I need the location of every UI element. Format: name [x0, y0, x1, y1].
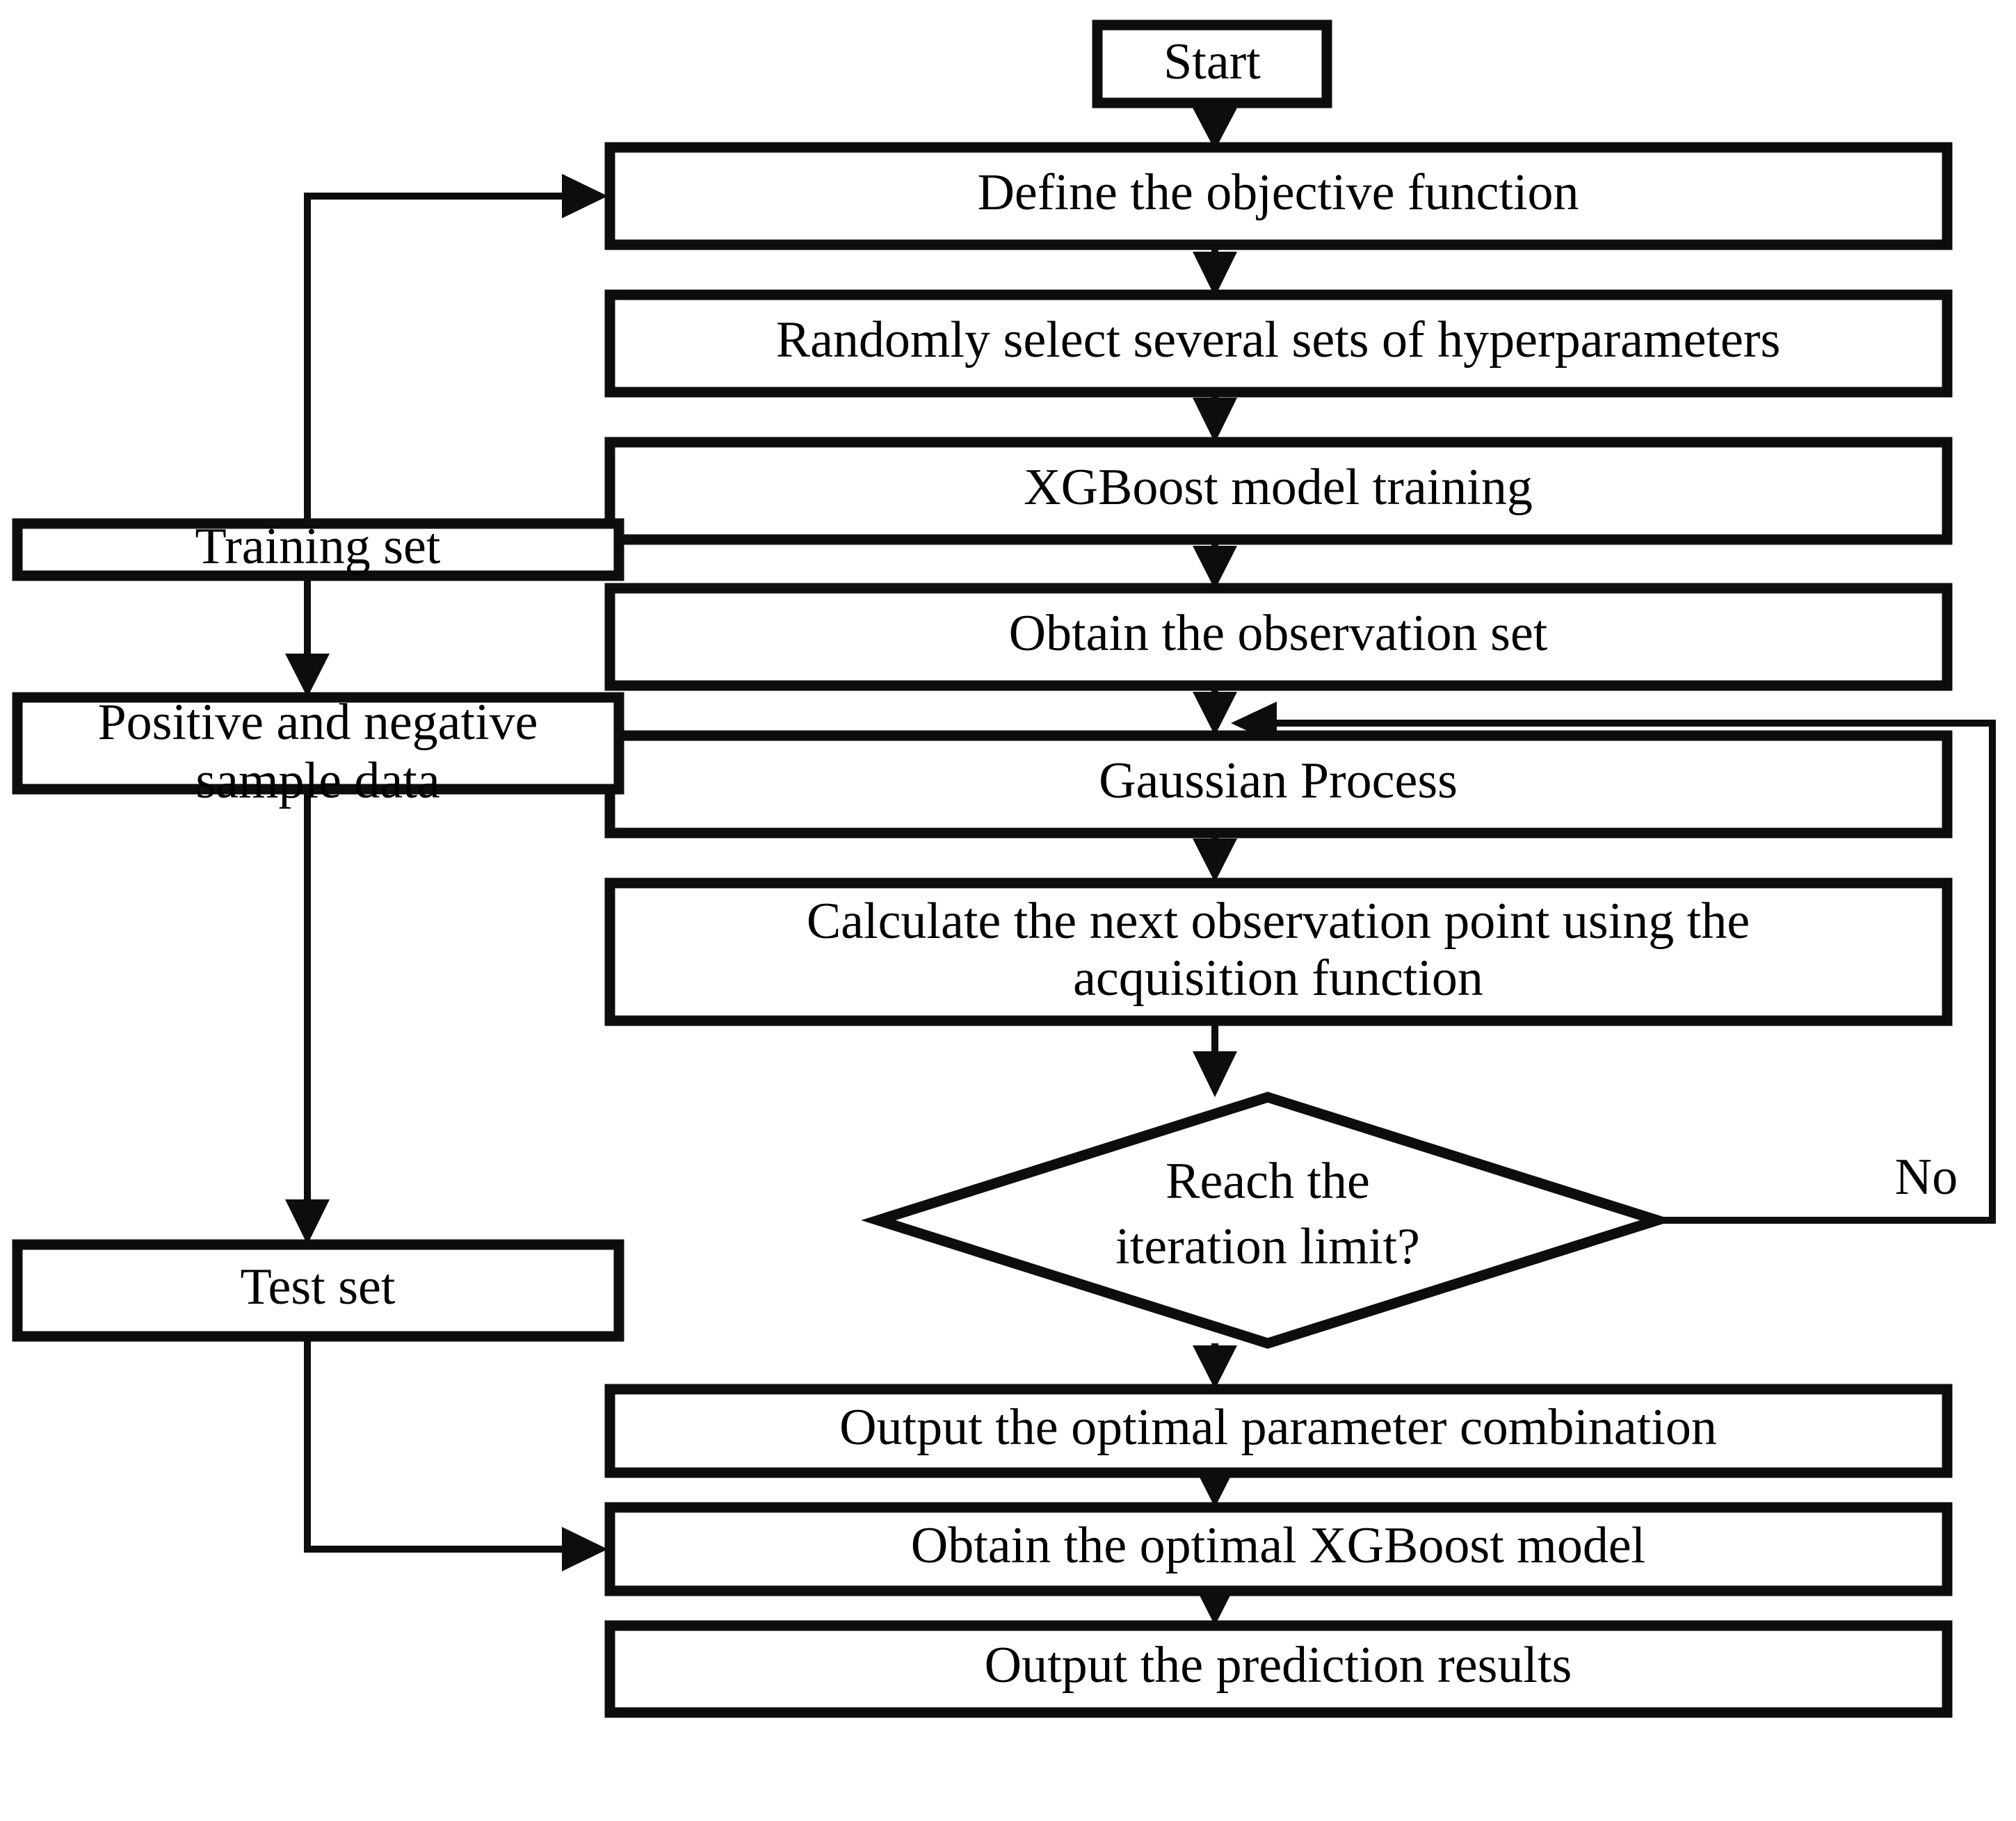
node-test-set[interactable]: Test set	[12, 1239, 624, 1342]
node-prediction-results-label: Output the prediction results	[985, 1637, 1572, 1694]
node-decision-iteration-limit[interactable]: Reach the iteration limit?	[861, 1092, 1675, 1349]
node-sample-data-label-line1: Positive and negative	[98, 694, 538, 751]
node-start[interactable]: Start	[1092, 19, 1332, 108]
edge-define-to-random	[1193, 245, 1237, 297]
node-sample-data-label-line2: sample data	[195, 752, 440, 809]
node-random-hyperparams[interactable]: Randomly select several sets of hyperpar…	[604, 289, 1953, 398]
edge-decision-to-optimal-params	[1193, 1343, 1237, 1389]
node-xgboost-training-label: XGBoost model training	[1024, 459, 1533, 516]
node-optimal-model[interactable]: Obtain the optimal XGBoost model	[604, 1502, 1953, 1596]
edge-gp-to-acquisition	[1193, 832, 1237, 882]
connector-layer	[285, 104, 1996, 1626]
edge-random-to-training	[1193, 391, 1237, 443]
node-start-label: Start	[1163, 33, 1261, 90]
node-optimal-model-label: Obtain the optimal XGBoost model	[911, 1517, 1645, 1574]
node-training-set[interactable]: Training set	[12, 518, 624, 581]
edge-observation-to-gp	[1193, 685, 1237, 736]
edge-acquisition-to-decision	[1193, 1019, 1237, 1097]
edge-training-set-to-sample-data	[285, 576, 330, 697]
node-prediction-results[interactable]: Output the prediction results	[604, 1620, 1953, 1718]
node-xgboost-training[interactable]: XGBoost model training	[604, 437, 1953, 545]
node-decision-label-line1: Reach the	[1166, 1153, 1370, 1210]
edge-label-layer: No	[1895, 1149, 1958, 1206]
edge-start-to-define	[1193, 104, 1237, 150]
node-training-set-label: Training set	[195, 518, 441, 575]
node-acquisition-function-label-line2: acquisition function	[1073, 950, 1483, 1007]
node-sample-data[interactable]: Positive and negative sample data	[12, 692, 624, 809]
node-optimal-params[interactable]: Output the optimal parameter combination	[604, 1384, 1953, 1478]
edge-training-set-to-define	[304, 174, 608, 524]
node-random-hyperparams-label: Randomly select several sets of hyperpar…	[776, 311, 1781, 369]
node-acquisition-function[interactable]: Calculate the next observation point usi…	[604, 877, 1953, 1026]
node-layer: Start Define the objective function Rand…	[12, 19, 1953, 1718]
edge-sample-data-to-test-set	[285, 789, 330, 1245]
node-observation-set[interactable]: Obtain the observation set	[604, 583, 1953, 691]
node-decision-label-line2: iteration limit?	[1115, 1218, 1420, 1275]
node-define-objective-label: Define the objective function	[977, 164, 1579, 221]
edge-label-no: No	[1895, 1149, 1958, 1206]
node-acquisition-function-label-line1: Calculate the next observation point usi…	[807, 893, 1750, 950]
node-test-set-label: Test set	[241, 1258, 396, 1316]
node-observation-set-label: Obtain the observation set	[1009, 605, 1548, 662]
node-define-objective[interactable]: Define the objective function	[604, 142, 1953, 250]
edge-training-to-observation	[1193, 539, 1237, 590]
node-optimal-params-label: Output the optimal parameter combination	[839, 1399, 1717, 1456]
edge-test-set-to-optimal-model	[304, 1336, 608, 1571]
node-gaussian-process[interactable]: Gaussian Process	[604, 730, 1953, 839]
node-gaussian-process-label: Gaussian Process	[1099, 752, 1458, 809]
